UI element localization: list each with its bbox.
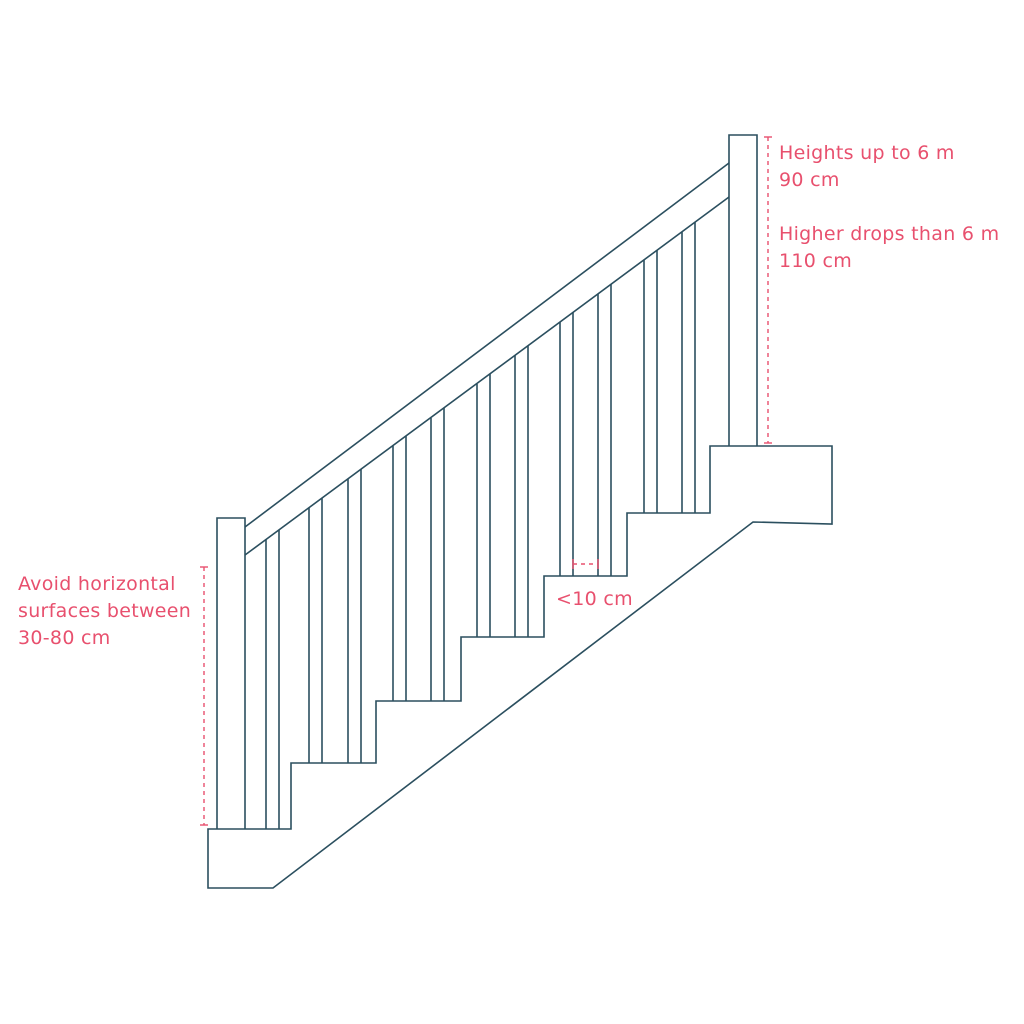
horizontal-surfaces-line2: surfaces between <box>18 600 192 622</box>
horizontal-surfaces-line1: Avoid horizontal <box>18 573 176 595</box>
height-high-line2: 110 cm <box>779 250 853 272</box>
bottom-newel-post <box>216 517 246 829</box>
handrail-top <box>244 162 730 528</box>
horizontal-surfaces-annotation: Avoid horizontal surfaces between 30-80 … <box>18 571 191 652</box>
height-high-line1: Higher drops than 6 m <box>779 223 1000 245</box>
height-low-annotation: Heights up to 6 m 90 cm <box>779 140 955 194</box>
gap-dimension <box>572 559 599 569</box>
height-dimension-left <box>200 566 208 826</box>
balusters <box>265 222 696 829</box>
gap-annotation: <10 cm <box>556 588 633 610</box>
height-low-line1: Heights up to 6 m <box>779 142 955 164</box>
handrail-bottom <box>244 196 730 556</box>
stair-stringer <box>207 445 833 889</box>
horizontal-surfaces-line3: 30-80 cm <box>18 627 111 649</box>
height-low-line2: 90 cm <box>779 169 840 191</box>
top-newel-post <box>728 134 758 446</box>
height-dimension-right <box>764 136 772 444</box>
height-high-annotation: Higher drops than 6 m 110 cm <box>779 221 999 275</box>
